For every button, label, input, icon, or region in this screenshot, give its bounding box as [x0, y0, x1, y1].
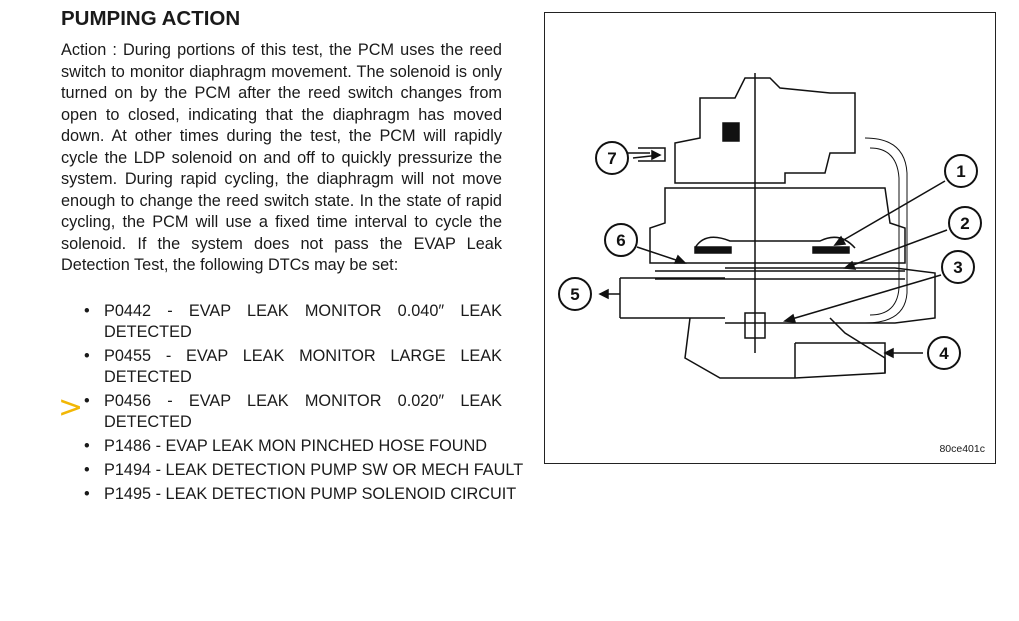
pump-diagram-figure: 7 1 2 6 3 5 4 80ce401c: [544, 12, 996, 464]
list-item: P1495 - LEAK DETECTION PUMP SOLENOID CIR…: [84, 484, 523, 505]
callout-6: [604, 223, 638, 257]
callout-1: [944, 154, 978, 188]
list-item: P0455 - EVAP LEAK MONITOR LARGE LEAK DET…: [84, 346, 502, 388]
callout-4: [927, 336, 961, 370]
list-item: P0456 - EVAP LEAK MONITOR 0.020″ LEAK DE…: [84, 391, 502, 433]
dtc-text: P1495 - LEAK DETECTION PUMP SOLENOID CIR…: [104, 485, 517, 503]
callout-label: 4: [939, 344, 949, 363]
callout-label: 6: [616, 231, 625, 250]
callout-7: [595, 141, 629, 175]
figure-id: 80ce401c: [939, 443, 985, 455]
highlight-marker: >: [58, 390, 84, 425]
body-paragraph: Action : During portions of this test, t…: [61, 41, 502, 274]
callout-label: 7: [607, 149, 616, 168]
list-item: P0442 - EVAP LEAK MONITOR 0.040″ LEAK DE…: [84, 301, 502, 343]
callout-5: [558, 277, 592, 311]
dtc-text: P0442 - EVAP LEAK MONITOR 0.040″ LEAK DE…: [104, 302, 502, 341]
dtc-list: P0442 - EVAP LEAK MONITOR 0.040″ LEAK DE…: [84, 301, 523, 508]
list-item: P1494 - LEAK DETECTION PUMP SW OR MECH F…: [84, 460, 523, 481]
callout-label: 5: [570, 285, 579, 304]
callout-label: 1: [956, 162, 965, 181]
leak-detection-pump-illustration: 7 1 2 6 3 5 4: [558, 73, 982, 379]
section-title: PUMPING ACTION: [61, 7, 241, 30]
dtc-text: P1486 - EVAP LEAK MON PINCHED HOSE FOUND: [104, 437, 488, 455]
dtc-text: P0455 - EVAP LEAK MONITOR LARGE LEAK DET…: [104, 347, 502, 386]
callout-label: 2: [960, 214, 969, 233]
callout-label: 3: [953, 258, 962, 277]
callout-3: [941, 250, 975, 284]
dtc-text: P1494 - LEAK DETECTION PUMP SW OR MECH F…: [104, 461, 524, 479]
list-item: P1486 - EVAP LEAK MON PINCHED HOSE FOUND: [84, 436, 502, 457]
callout-2: [948, 206, 982, 240]
dtc-text: P0456 - EVAP LEAK MONITOR 0.020″ LEAK DE…: [104, 392, 502, 431]
